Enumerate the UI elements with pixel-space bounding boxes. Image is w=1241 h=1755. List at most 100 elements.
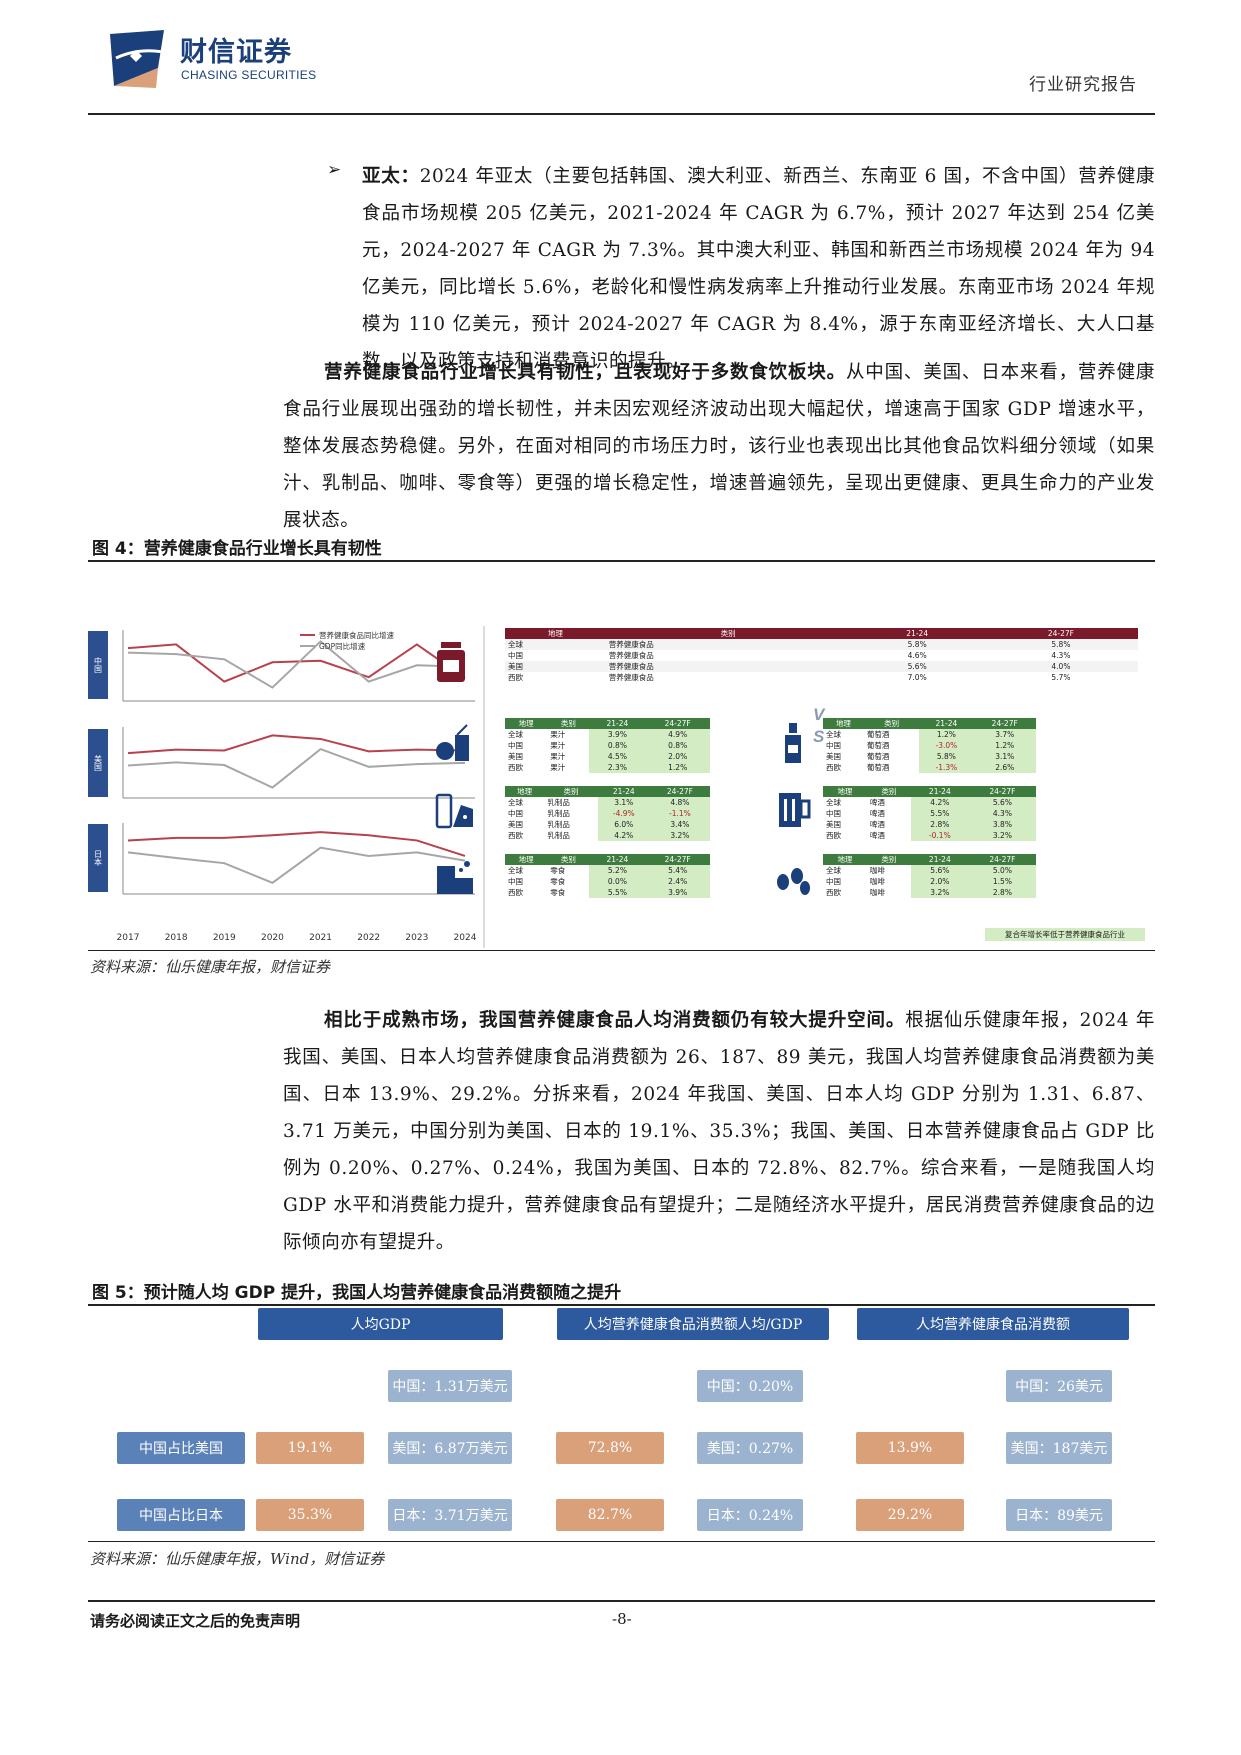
ratio-japan: 日本：0.24% — [697, 1499, 803, 1531]
pct-ratio-japan: 82.7% — [556, 1499, 664, 1531]
table-cell: 美国 — [505, 661, 606, 672]
table-cell: 5.6% — [910, 865, 969, 876]
table-cell: 3.9% — [645, 887, 710, 898]
table-cell: 啤酒 — [869, 809, 885, 818]
table-cell: 啤酒 — [869, 820, 885, 829]
brand-name-en: CHASING SECURITIES — [181, 68, 317, 82]
x-tick-label: 2017 — [117, 933, 140, 943]
table-cell: 西欧 — [826, 888, 841, 897]
series-line-gdp — [127, 640, 466, 689]
table-header-cell: 21-24 — [850, 628, 984, 639]
table-header-cell: 24-27F — [645, 854, 710, 865]
table-cell: 1.2% — [919, 729, 974, 740]
table-cell: 中国 — [508, 877, 523, 886]
table-row: 中国乳制品-4.9%-1.1% — [505, 808, 710, 819]
disclaimer: 请务必阅读正文之后的免责声明 — [90, 1612, 301, 1630]
table-cell: 5.5% — [910, 808, 969, 819]
panel-label-us: 美国 — [88, 729, 108, 797]
table-cell: 中国 — [826, 741, 841, 750]
table-row: 中国葡萄酒-3.0%1.2% — [823, 740, 1036, 751]
table-cell: 西欧 — [508, 888, 523, 897]
table-cell: 全球 — [826, 866, 841, 875]
table-cell: 4.8% — [649, 797, 710, 808]
table-cell: 美国 — [508, 820, 523, 829]
table-cell: 5.4% — [645, 865, 710, 876]
table-cell: 咖啡 — [869, 877, 885, 886]
table-cell: 3.1% — [973, 751, 1036, 762]
table-header-cell: 类别 — [547, 718, 590, 729]
brand-name-cn: 财信证券 — [180, 37, 292, 68]
paragraph-consumption: 相比于成熟市场，我国营养健康食品人均消费额仍有较大提升空间。根据仙乐健康年报，2… — [283, 1002, 1155, 1261]
table-cell: -1.3% — [919, 762, 974, 773]
figure-5-bottom-rule — [88, 1541, 1155, 1542]
table-header-cell: 类别 — [605, 628, 851, 639]
table-cell: 5.7% — [1051, 673, 1071, 682]
consume-us: 美国：187美元 — [1006, 1432, 1112, 1464]
table-cell: 5.6% — [850, 661, 984, 672]
table-cell: 美国 — [826, 752, 841, 761]
table-cell: 3.2% — [968, 830, 1036, 841]
table-cell: 4.5% — [589, 751, 646, 762]
header-gdp: 人均GDP — [258, 1308, 503, 1340]
consume-china: 中国：26美元 — [1006, 1370, 1112, 1402]
table-cell: 5.6% — [968, 797, 1036, 808]
table-cell: 果汁 — [550, 730, 566, 739]
table-cell: 葡萄酒 — [866, 752, 890, 761]
beer-mug-icon — [779, 793, 811, 827]
table-cell: 4.9% — [645, 729, 710, 740]
series-line-gdp — [127, 747, 466, 789]
series-line-health-food — [127, 734, 466, 755]
pct-consume-japan: 29.2% — [856, 1499, 964, 1531]
table-cell: 4.3% — [1051, 651, 1071, 660]
table-cell: 2.3% — [589, 762, 646, 773]
legend-label: 营养健康食品同比增速 — [319, 630, 394, 640]
bullet-marker: ➢ — [327, 160, 342, 180]
table-cell: 果汁 — [550, 752, 566, 761]
gdp-us: 美国：6.87万美元 — [388, 1432, 512, 1464]
table-cell: -1.1% — [649, 808, 710, 819]
table-cell: 2.8% — [910, 819, 969, 830]
table-row: 美国 葡萄酒 5.8%3.1% — [823, 751, 1036, 762]
table-cell: 西欧 — [508, 763, 523, 772]
table-header-cell: 地理 — [505, 628, 606, 639]
dairy-icon — [435, 793, 473, 829]
table-header-cell: 类别 — [547, 854, 590, 865]
table-cell: 4.0% — [983, 661, 1138, 672]
table-cell: 全球 — [505, 639, 606, 650]
table-cell: 3.7% — [973, 729, 1036, 740]
table-cell: 葡萄酒 — [866, 763, 890, 772]
table-header-cell: 地理 — [823, 718, 864, 729]
table-cell: 西欧 — [826, 831, 841, 840]
table-cell: 5.8% — [919, 751, 974, 762]
table-header-cell: 类别 — [544, 786, 598, 797]
table-cell: 美国 — [508, 752, 523, 761]
table-row: 西欧啤酒-0.1%3.2% — [823, 830, 1036, 841]
table-cell: 中国 — [508, 809, 523, 818]
table-cell: 1.5% — [968, 876, 1036, 887]
bullet-lead: 亚太： — [362, 166, 420, 187]
table-cell: 全球 — [508, 730, 523, 739]
table-cell: 啤酒 — [869, 798, 885, 807]
row-label-us: 中国占比美国 — [117, 1432, 245, 1464]
table-header-cell: 类别 — [863, 718, 920, 729]
footer-divider — [88, 1600, 1155, 1602]
table-cell: 西欧 — [508, 673, 523, 682]
series-line-health-food — [127, 643, 466, 683]
